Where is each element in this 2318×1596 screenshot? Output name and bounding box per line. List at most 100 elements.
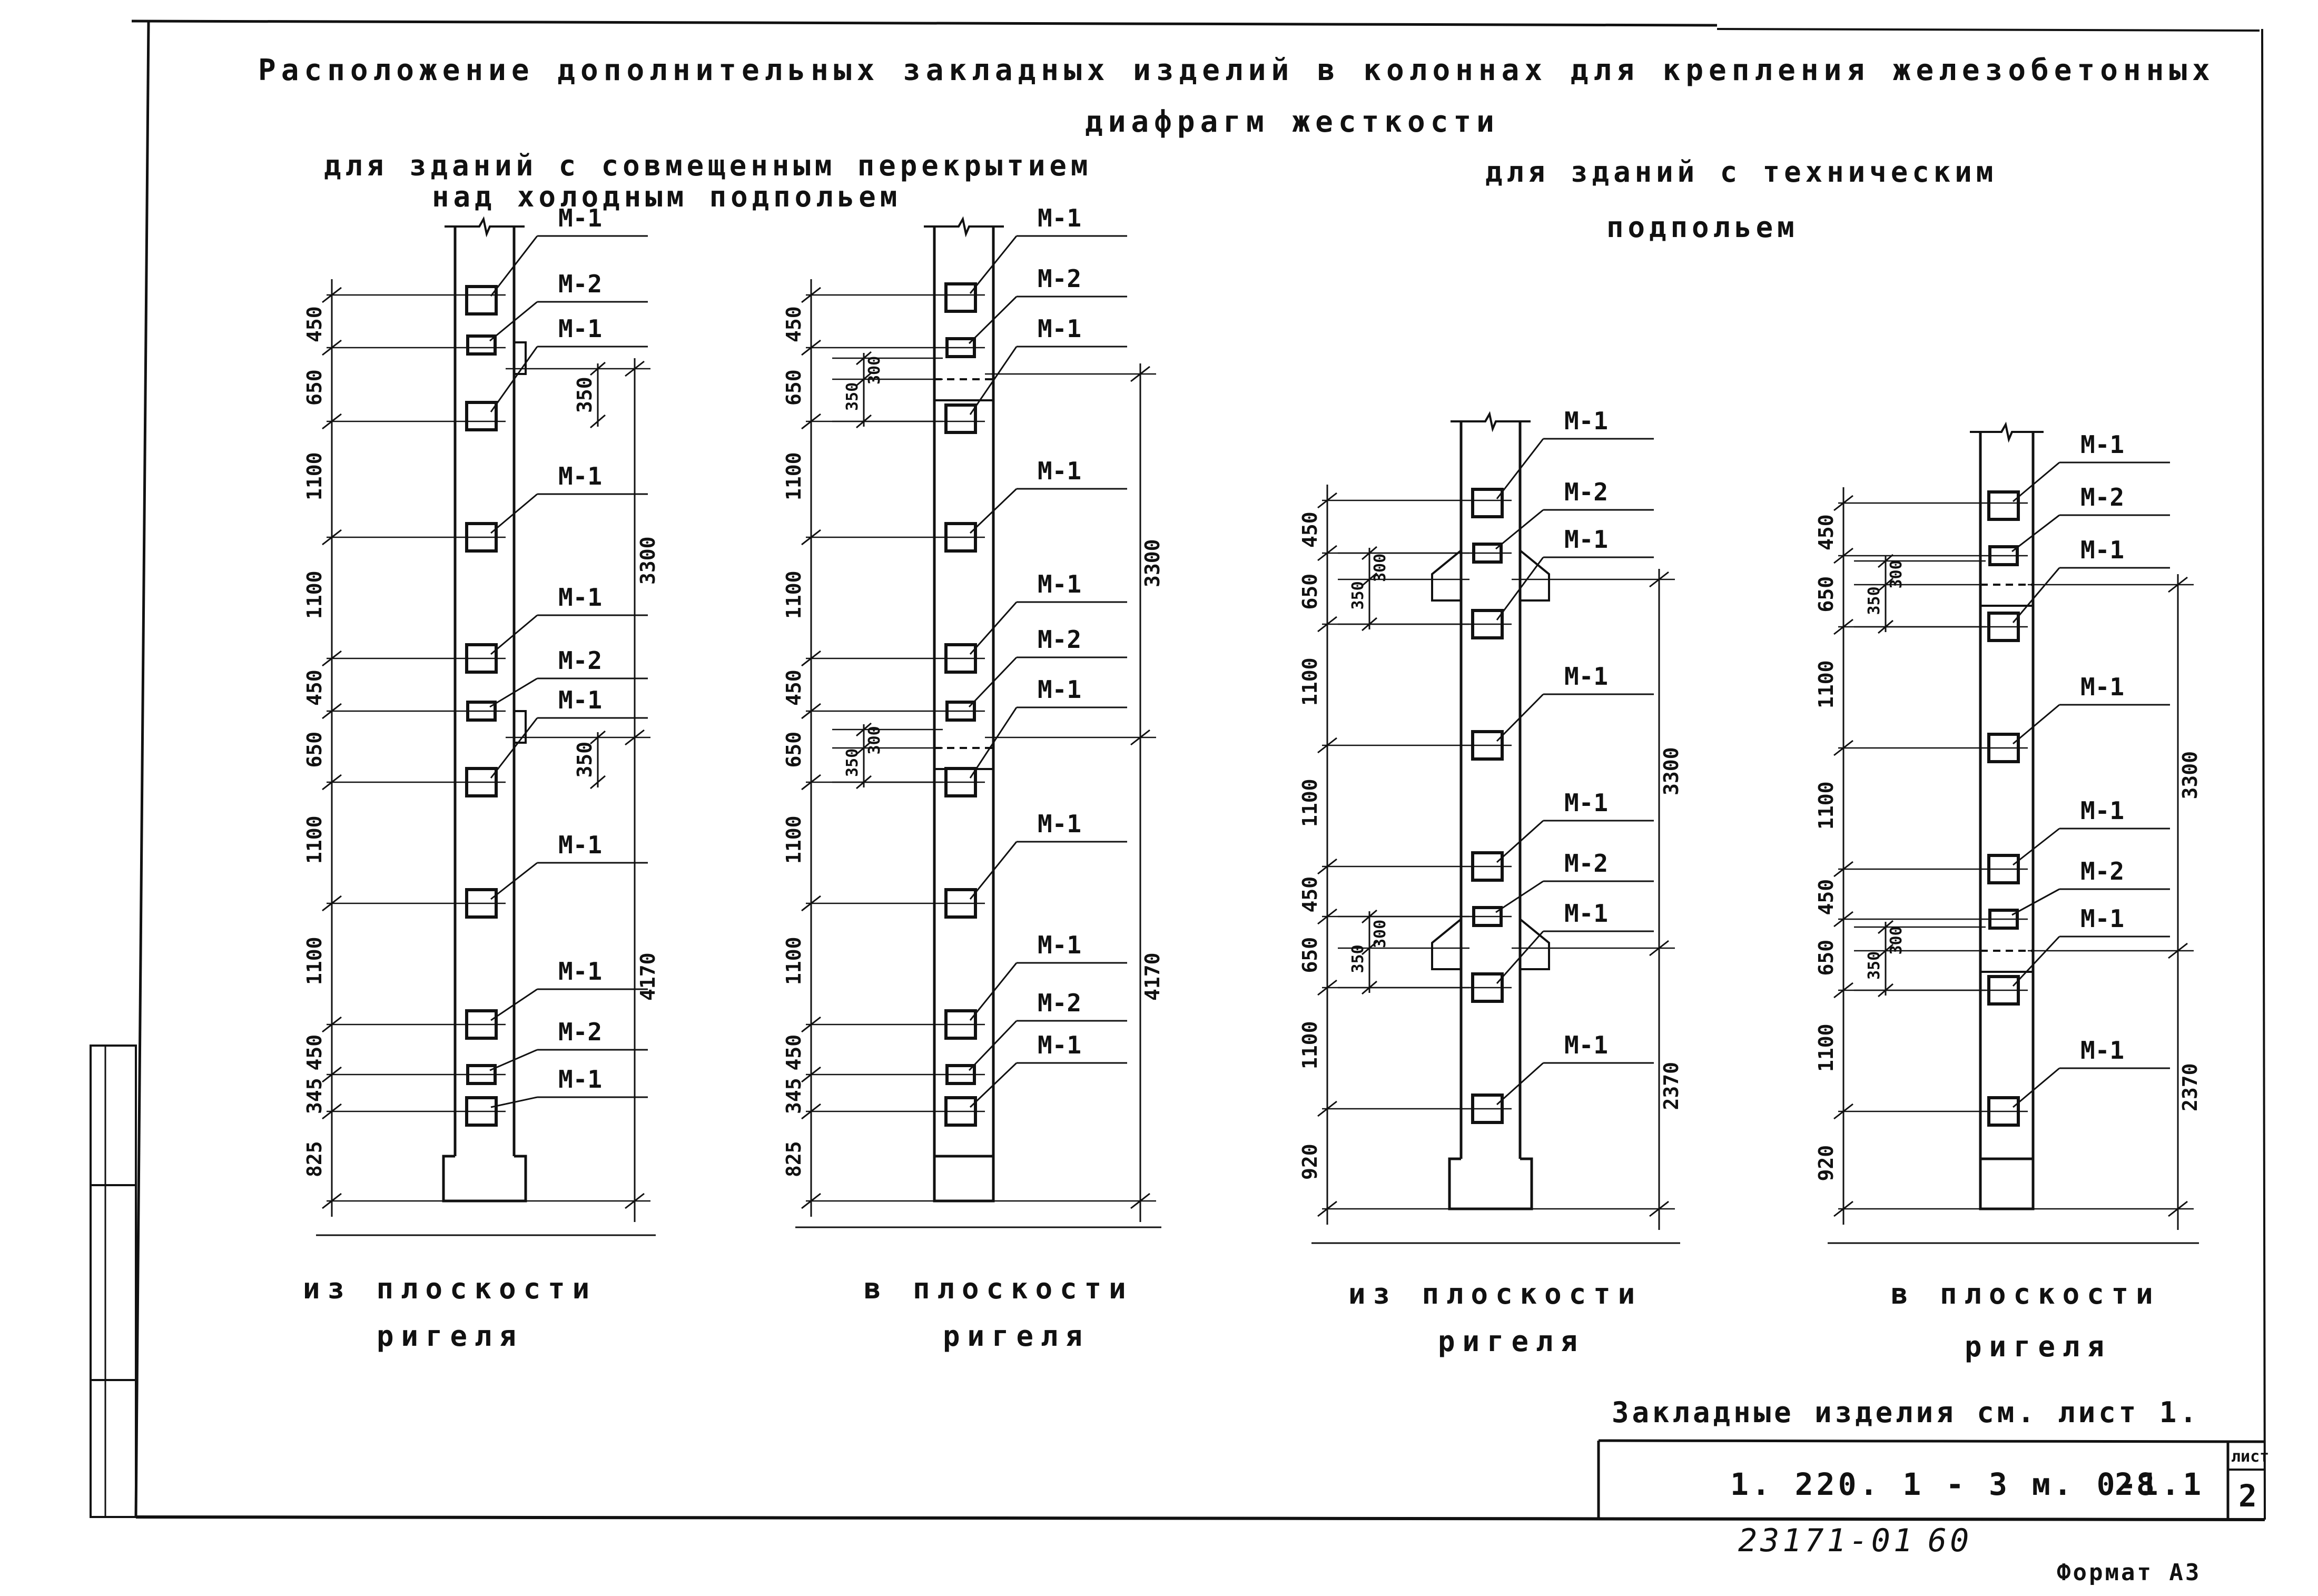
column-4-inner-tick-1-2: [1878, 577, 1893, 592]
column-3-inner-tick-1-3: [1362, 617, 1377, 632]
column-1-dim-right-small-1: 350: [573, 377, 596, 413]
column-2-inner-tick-1-3: [856, 414, 872, 429]
column-2-leader-5: [969, 602, 1018, 655]
column-1-leader-7: [490, 717, 538, 779]
column-4-inner-tick-2-1: [1878, 920, 1893, 934]
column-3-leader-3: [1496, 557, 1544, 620]
column-3-dim-left-6: 650: [1298, 937, 1321, 973]
column-3-inner-dim-lower-2: 350: [1349, 944, 1367, 973]
column-3-plate-label-6: М-2: [1564, 849, 1608, 878]
column-4-leader-7: [2012, 935, 2060, 987]
column-1-leader-4: [490, 493, 538, 534]
sheet-label: лист: [2231, 1447, 2269, 1466]
column-4-leader-1: [2013, 461, 2060, 503]
column-2-plate-m1-1: [944, 282, 977, 313]
column-2-plate-label-9: М-1: [1038, 931, 1081, 959]
column-3-dim-right-2: 2370: [1660, 1062, 1683, 1110]
column-4-dim-left-4: 1100: [1814, 781, 1838, 830]
column-drawings: М-1М-2М-1М-1М-1М-2М-1М-1М-1М-2М-14506501…: [303, 204, 2202, 1244]
column-3-right-tick-3: [1649, 1200, 1669, 1217]
column-4-right-tick-3: [2168, 1200, 2188, 1217]
column-1-dim-left-6: 650: [303, 732, 326, 768]
column-1-dim-left-10: 345: [303, 1078, 326, 1114]
column-1-plate-m1-1: [465, 285, 498, 316]
column-2-leader-7: [969, 707, 1018, 779]
column-1-plate-label-8: М-1: [558, 831, 602, 859]
column-2-dim-left-3: 1100: [782, 452, 805, 500]
column-2-plate-label-10: М-2: [1038, 989, 1081, 1017]
column-4-leader-8: [2013, 1067, 2060, 1108]
column-4-right-tick-1: [2168, 576, 2188, 593]
column-1-footing: [442, 1155, 527, 1203]
column-1-right-tick-3: [625, 1193, 645, 1209]
column-4: М-1М-2М-1М-1М-1М-2М-1М-14506501100110045…: [1814, 421, 2202, 1244]
column-1-leader-9: [490, 988, 538, 1021]
column-4-leader-5: [2013, 827, 2060, 866]
column-2-inner-dim-lower-2: 350: [843, 748, 862, 777]
column-2-plate-label-11: М-1: [1038, 1031, 1081, 1059]
column-4-inner-dim-lower-2: 350: [1865, 951, 1883, 980]
column-4-plate-label-1: М-1: [2080, 430, 2124, 459]
column-4-right-tick-2: [2168, 942, 2188, 959]
column-3-dim-left-3: 1100: [1298, 657, 1321, 706]
column-2-dim-right-2: 4170: [1141, 952, 1164, 1001]
caption-col1-line-1: из плоскости: [303, 1272, 597, 1305]
column-4-inner-tick-2-2: [1878, 943, 1893, 958]
column-2-leader-1: [969, 235, 1018, 294]
handwritten-count: 60: [1928, 1522, 1972, 1559]
column-3-inner-tick-1-1: [1362, 546, 1377, 560]
column-3-dim-left-1: 450: [1298, 511, 1321, 548]
column-4-inner-tick-1-1: [1878, 554, 1893, 568]
column-3-dim-left-5: 450: [1298, 876, 1321, 913]
column-2-plate-label-3: М-1: [1038, 314, 1081, 343]
column-3-dim-right-1: 3300: [1660, 747, 1683, 795]
column-2-inner-tick-1-1: [856, 351, 872, 366]
column-3-dim-left-2: 650: [1298, 574, 1321, 610]
column-1-plate-label-3: М-1: [558, 314, 602, 343]
column-2-leader-11: [969, 1062, 1018, 1108]
column-1-dim-left-2: 650: [303, 369, 326, 406]
column-1-stagger-tick-b-2: [590, 775, 606, 790]
column-4-dim-left-1: 450: [1814, 514, 1838, 550]
column-4-dim-left-8: 920: [1814, 1145, 1838, 1181]
column-1-dim-left-11: 825: [303, 1141, 326, 1177]
column-1-right-tick-2: [625, 729, 645, 746]
column-2-plate-label-4: М-1: [1038, 457, 1081, 485]
caption-col2-line-1: в плоскости: [864, 1272, 1133, 1305]
caption-col2-line-2: ригеля: [943, 1319, 1090, 1353]
caption-col1-line-2: ригеля: [377, 1319, 524, 1353]
column-4-footing: [1979, 1157, 2035, 1210]
column-3-leader-8: [1496, 1062, 1544, 1106]
column-1-plate-label-10: М-2: [558, 1018, 602, 1046]
column-1-break-mark: [445, 216, 525, 238]
column-1-leader-8: [490, 862, 538, 900]
column-1-leader-11: [490, 1096, 538, 1108]
column-3-plate-m1-1: [1471, 488, 1504, 518]
column-2-dim-left-4: 1100: [782, 570, 805, 619]
column-2-leader-4: [969, 488, 1018, 534]
sheet-number: 2: [2238, 1478, 2260, 1514]
column-3-inner-dim-upper-2: 300: [1371, 920, 1389, 948]
column-1-dim-left-1: 450: [303, 306, 326, 342]
column-3-inner-tick-1-2: [1362, 572, 1377, 587]
column-3-right-tick-2: [1649, 940, 1669, 957]
column-1-plate-label-4: М-1: [558, 462, 602, 490]
column-2-inner-dim-lower-1: 350: [843, 382, 862, 411]
column-1-plate-label-5: М-1: [558, 583, 602, 612]
column-4-plate-m1-1: [1987, 490, 2020, 521]
column-2-leader-3: [969, 346, 1018, 415]
column-4-plate-label-8: М-1: [2080, 1036, 2124, 1065]
column-1-dim-left-5: 450: [303, 669, 326, 706]
column-1-leader-2: [489, 301, 538, 342]
column-1-plate-label-6: М-2: [558, 646, 602, 675]
column-2-footing: [933, 1155, 995, 1203]
column-4-plate-label-2: М-2: [2080, 483, 2124, 511]
column-3-inner-tick-2-1: [1362, 909, 1377, 924]
column-3-plate-label-5: М-1: [1564, 789, 1608, 817]
column-1-plate-label-7: М-1: [558, 686, 602, 714]
column-4-plate-label-6: М-2: [2080, 857, 2124, 885]
column-2-dim-left-9: 450: [782, 1035, 805, 1071]
column-3-leader-1: [1496, 438, 1544, 499]
column-1-console-2: [514, 710, 527, 744]
